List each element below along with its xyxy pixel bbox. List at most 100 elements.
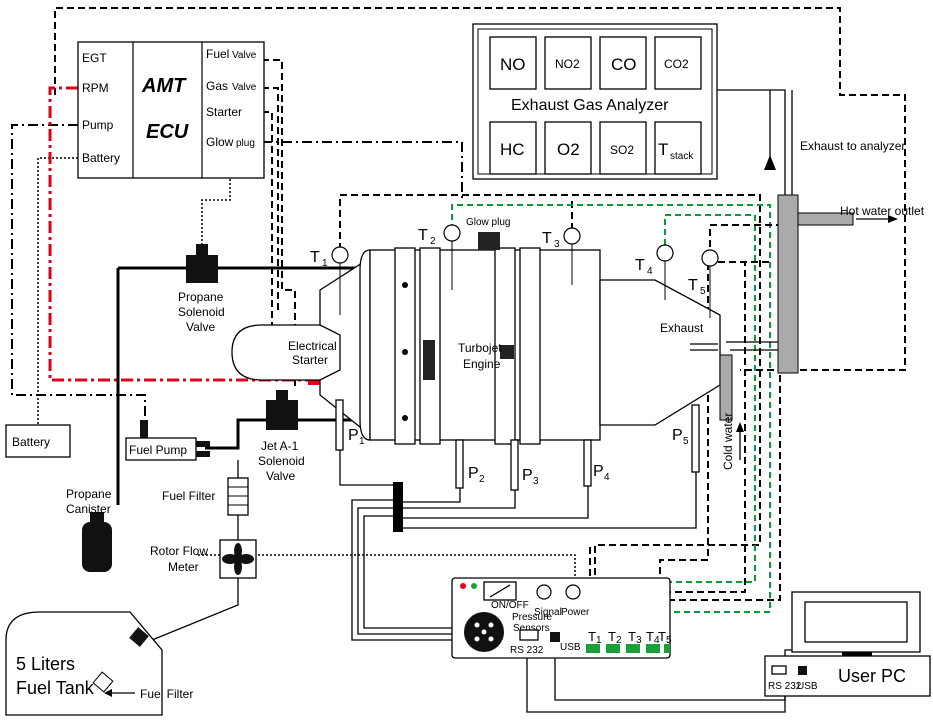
svg-text:2: 2: [616, 635, 622, 646]
svg-text:T: T: [628, 629, 636, 644]
daq-signal: Signal: [534, 607, 562, 618]
svg-text:T: T: [646, 629, 654, 644]
exhaust-label: Exhaust: [660, 321, 704, 335]
ecu-output-fuel: Fuel: [206, 47, 229, 61]
exhaust-water-jacket: [690, 194, 898, 460]
svg-text:Meter: Meter: [168, 560, 199, 574]
svg-text:T: T: [608, 629, 616, 644]
glow-plug: [478, 232, 500, 250]
pump-wire: [11, 124, 146, 420]
exhaust-arrow-head: [764, 155, 776, 170]
pressure-probes: P 1 P 2 P 3 P 4 P 5: [335, 399, 700, 491]
t1-wire: [339, 194, 440, 250]
svg-text:3: 3: [636, 635, 642, 646]
t2-label: T: [418, 227, 428, 244]
fuel-filter-label: Fuel Filter: [162, 489, 215, 503]
svg-text:4: 4: [654, 635, 660, 646]
svg-text:Solenoid: Solenoid: [258, 454, 305, 468]
daq-usb: USB: [560, 642, 581, 653]
gas-valve-wire: [262, 87, 279, 310]
svg-text:5: 5: [683, 436, 689, 447]
gas-co: CO: [611, 55, 637, 74]
gas-no2: NO2: [555, 57, 580, 71]
battery: Battery: [5, 424, 71, 458]
daq-unit: ON/OFF Pressure Sensors Signal Power RS …: [451, 577, 672, 659]
t4-label: T: [635, 257, 645, 274]
fuel-pump: Fuel Pump: [125, 420, 210, 461]
egt-wire: [54, 7, 906, 371]
engine-label-2: Engine: [463, 357, 501, 371]
t1-label: T: [310, 249, 320, 266]
p2-label: P: [468, 465, 479, 482]
propane-solenoid-valve: Propane Solenoid Valve: [178, 244, 225, 334]
svg-text:Canister: Canister: [66, 502, 111, 516]
glow-plug-label: Glow plug: [466, 217, 510, 228]
gas-co2: CO2: [664, 57, 689, 71]
turbojet-engine: Glow plug Turbojet Engine: [319, 217, 721, 445]
starter-label-1: Electrical: [288, 339, 337, 353]
ecu-input-battery: Battery: [82, 151, 120, 165]
ecu-output-starter: Starter: [206, 105, 242, 119]
rs232-cable: [526, 640, 786, 713]
ecu-box: [77, 41, 265, 179]
svg-text:1: 1: [322, 258, 328, 269]
battery-wire: [37, 157, 78, 425]
tank-fuel-filter-label: Fuel Filter: [140, 687, 193, 701]
starter-label-2: Starter: [292, 353, 328, 367]
thermo-wire-main: [440, 194, 761, 600]
pressure-tube-3: [363, 515, 465, 629]
svg-text:Rotor Flow: Rotor Flow: [150, 544, 208, 558]
fuel-tank: 5 Liters Fuel Tank Fuel Filter: [5, 611, 193, 716]
fuel-filter: Fuel Filter: [162, 477, 249, 516]
daq-onoff: ON/OFF: [491, 600, 529, 611]
rotor-flow-meter: Rotor Flow Meter: [150, 539, 257, 579]
ecu-unit: EGT RPM Pump Battery AMT ECU Fuel Valve …: [77, 41, 265, 179]
svg-text:Propane: Propane: [178, 290, 224, 304]
svg-text:Solenoid: Solenoid: [178, 305, 225, 319]
p3-line: [400, 490, 516, 509]
ecu-output-glow: Glow: [206, 135, 234, 149]
svg-text:2: 2: [479, 474, 485, 485]
p5-line: [400, 472, 697, 529]
ecu-input-egt: EGT: [82, 51, 107, 65]
svg-text:Valve: Valve: [186, 320, 215, 334]
engine-label-1: Turbojet: [458, 341, 502, 355]
p5-label: P: [672, 427, 683, 444]
gas-so2: SO2: [610, 143, 634, 157]
svg-text:1: 1: [596, 635, 602, 646]
svg-text:4: 4: [647, 266, 653, 277]
cold-water-label: Cold water: [721, 413, 735, 470]
p4-line: [400, 486, 589, 519]
svg-text:1: 1: [359, 436, 365, 447]
pc-rs232: RS 232: [768, 681, 802, 692]
exhaust-to-analyzer-label: Exhaust to analyzer: [800, 139, 905, 153]
fuel-pump-label: Fuel Pump: [129, 443, 187, 457]
hot-water-outlet-label: Hot water outlet: [840, 204, 925, 218]
gas-t-stack: stack: [670, 151, 694, 162]
meter-tank-line: [151, 578, 239, 641]
ecu-title-ecu: ECU: [146, 121, 189, 143]
p1-label: P: [348, 427, 359, 444]
svg-text:T: T: [588, 629, 596, 644]
ecu-title-amt: AMT: [141, 75, 187, 97]
gas-t: T: [658, 140, 668, 159]
svg-text:5: 5: [666, 635, 672, 646]
svg-text:4: 4: [604, 472, 610, 483]
pressure-manifold: [393, 482, 403, 532]
t5-wire: [649, 224, 781, 640]
svg-text:5: 5: [700, 286, 706, 297]
svg-text:Pressure: Pressure: [512, 612, 552, 623]
ecu-output-glow-plug: plug: [236, 138, 255, 149]
ecu-input-pump: Pump: [82, 118, 114, 132]
gas-no: NO: [500, 55, 526, 74]
ecu-output-gas: Gas: [206, 79, 228, 93]
propane-canister: Propane Canister: [66, 487, 112, 572]
user-pc-label: User PC: [838, 666, 906, 686]
jet-fuel-line: [205, 418, 380, 450]
daq-power-wire: [198, 554, 576, 585]
t3-label: T: [542, 230, 552, 247]
svg-text:3: 3: [533, 476, 539, 487]
p2-line: [400, 488, 461, 503]
svg-text:Jet A-1: Jet A-1: [261, 439, 299, 453]
